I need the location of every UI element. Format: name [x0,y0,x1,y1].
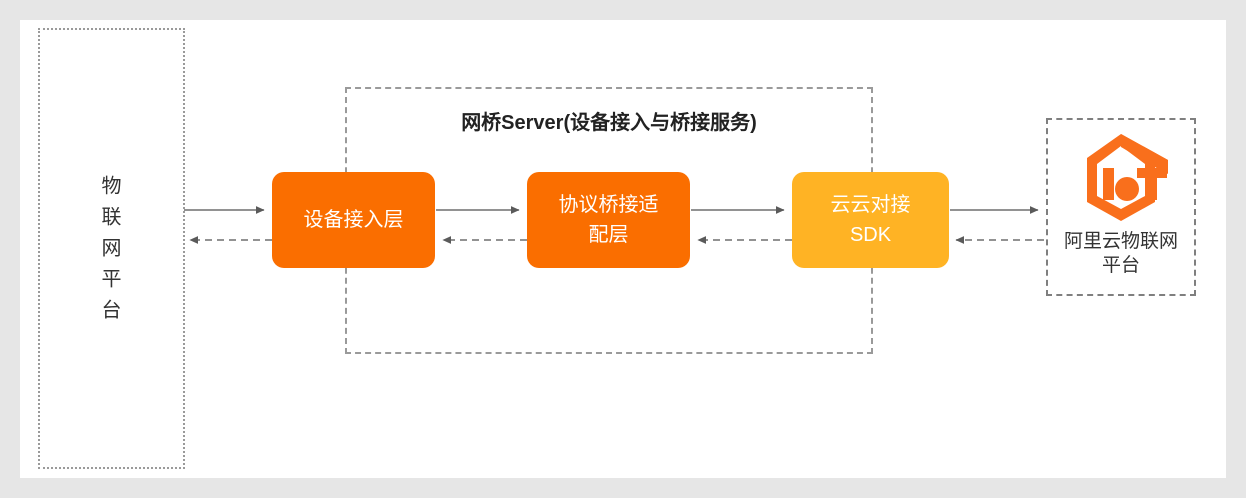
iot-platform-container: 物 联 网 平 台 [38,28,185,469]
node-protocol-bridge-adapter-layer-label: 协议桥接适 配层 [558,194,659,246]
node-protocol-bridge-adapter-layer[interactable]: 协议桥接适 配层 [527,172,690,268]
aliyun-iot-platform-label: 阿里云物联网 平台 [1063,231,1178,276]
node-device-access-layer-label: 设备接入层 [303,209,404,231]
iot-hexagon-logo [1087,134,1168,221]
node-device-access-layer[interactable]: 设备接入层 [272,172,435,268]
aliyun-iot-platform-container: 阿里云物联网 平台 [1046,118,1196,296]
bridge-server-title: 网桥Server(设备接入与桥接服务) [461,112,757,134]
node-cloud-to-cloud-sdk[interactable]: 云云对接 SDK [792,172,949,268]
node-cloud-to-cloud-sdk-label: 云云对接 SDK [830,194,911,246]
iot-platform-label: 物 联 网 平 台 [101,175,122,321]
